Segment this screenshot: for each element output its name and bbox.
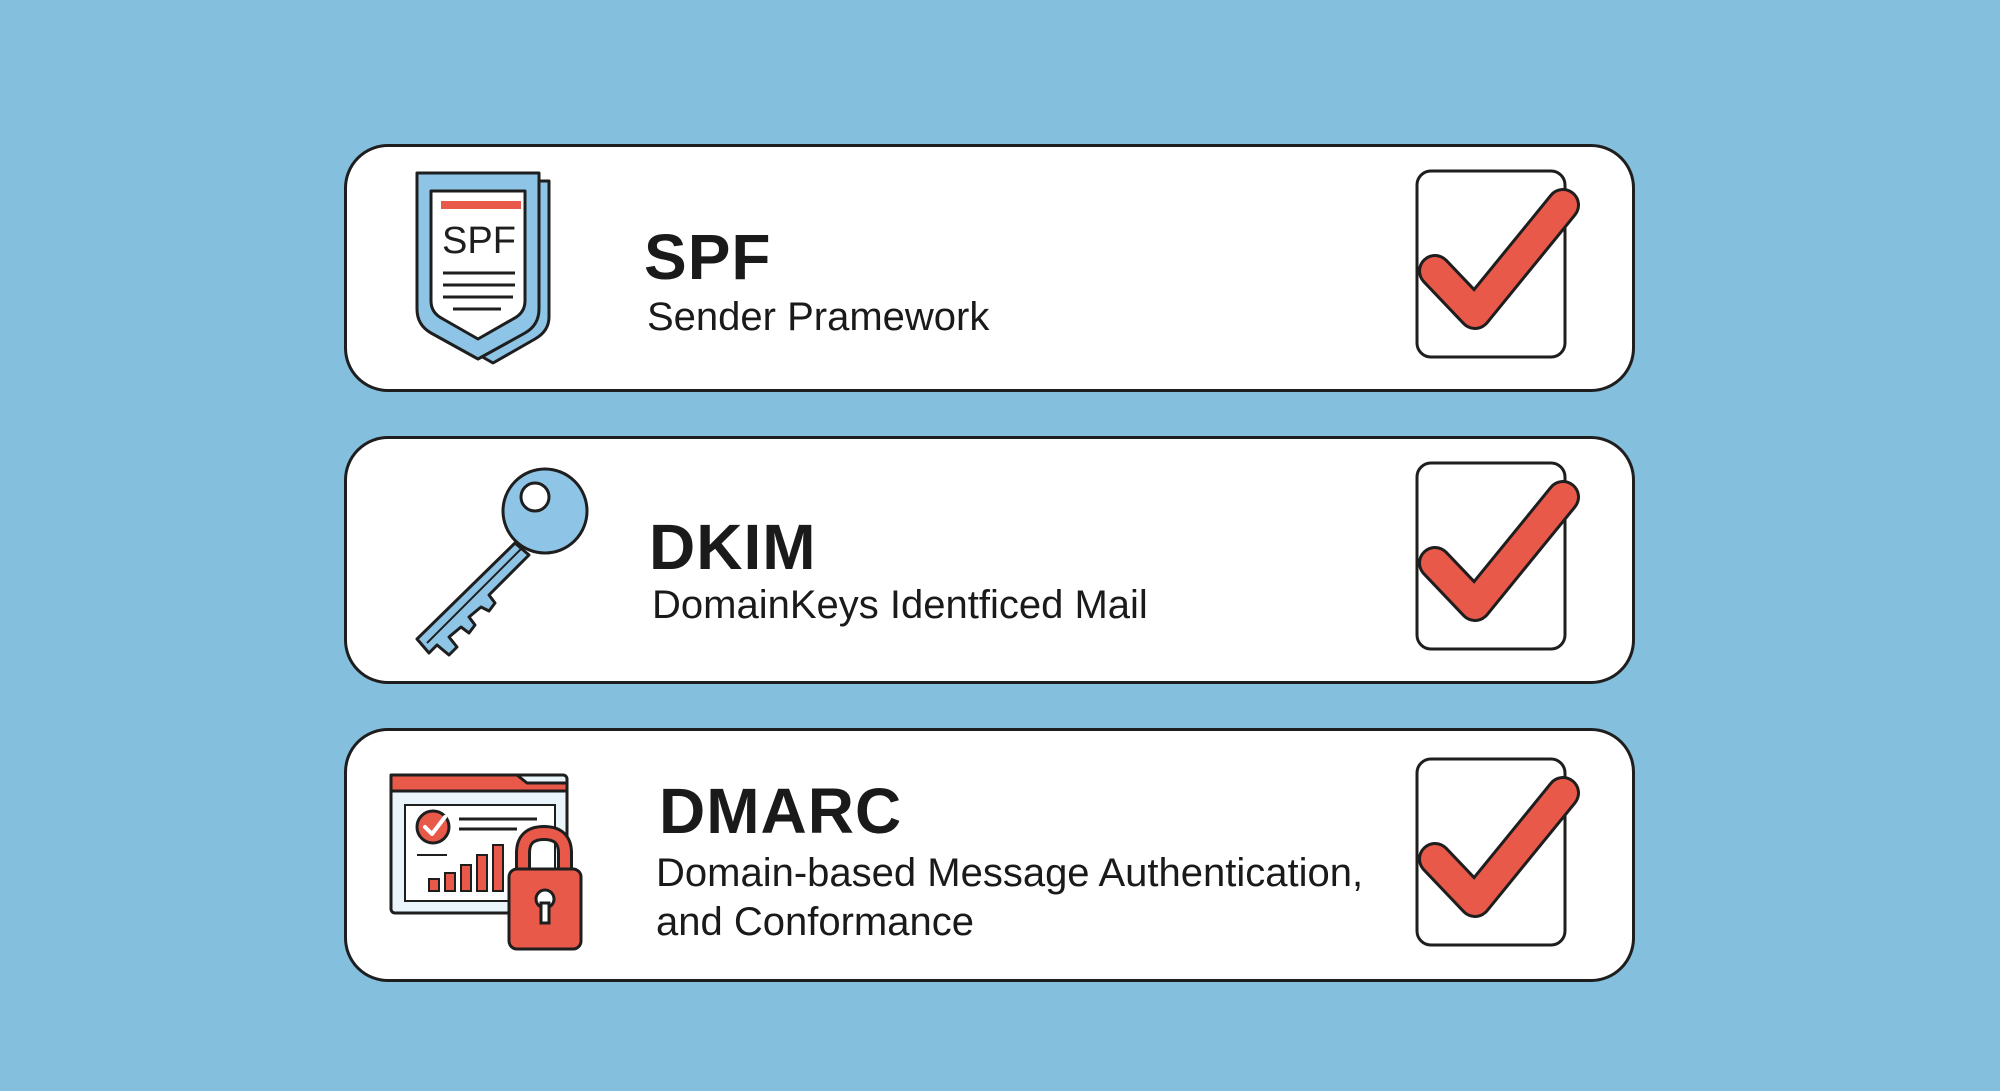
card-title: DMARC	[659, 775, 903, 847]
dkim-card: DKIM DomainKeys Identficed Mail	[344, 436, 1635, 684]
subtitle-line: Domain-based Message Authentication,	[656, 851, 1364, 895]
subtitle-line: DomainKeys Identficed Mail	[652, 583, 1148, 627]
card-title: DKIM	[649, 511, 817, 583]
checkmark-checkbox-icon	[1415, 169, 1580, 359]
checkmark-checkbox-icon	[1415, 757, 1580, 947]
subtitle-line: Sender Pramework	[647, 295, 990, 339]
shield-document-icon: SPF	[415, 171, 551, 365]
checkmark-checkbox-icon	[1415, 461, 1580, 651]
card-subtitle: Sender Pramework	[647, 293, 989, 342]
card-subtitle: Domain-based Message Authentication, and…	[656, 849, 1363, 947]
card-subtitle: DomainKeys Identficed Mail	[652, 581, 1148, 630]
subtitle-line: and Conformance	[656, 899, 974, 944]
dashboard-padlock-icon	[389, 773, 583, 951]
key-icon	[415, 467, 589, 657]
card-title: SPF	[644, 221, 772, 293]
shield-label: SPF	[442, 220, 516, 262]
dmarc-card: DMARC Domain-based Message Authenticatio…	[344, 728, 1635, 982]
spf-card: SPF SPF Sender Pramework	[344, 144, 1635, 392]
